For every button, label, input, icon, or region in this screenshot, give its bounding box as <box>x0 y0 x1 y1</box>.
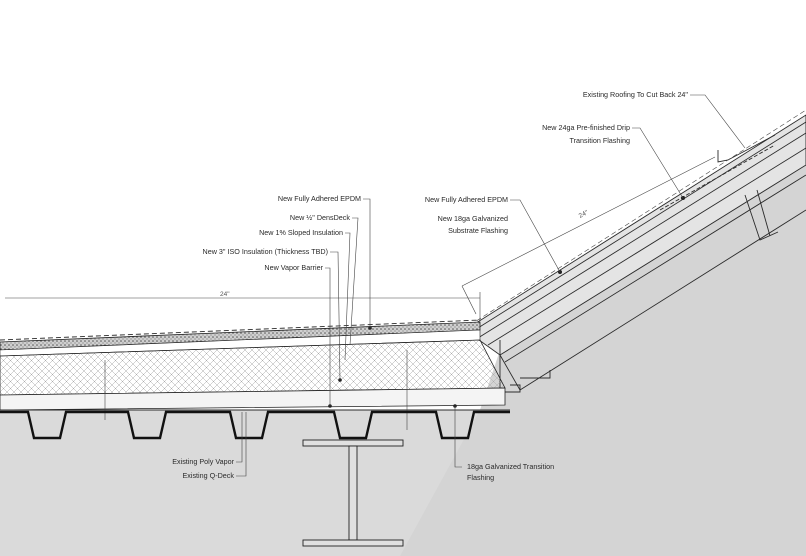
epdm-right-label: New Fully Adhered EPDM <box>425 195 508 204</box>
drip-flashing-label-line2: Transition Flashing <box>570 136 630 145</box>
substrate-flashing-label-line1: New 18ga Galvanized <box>438 214 508 223</box>
steel-i-beam <box>302 439 404 547</box>
transition-flashing-label-line2: Flashing <box>467 473 494 482</box>
sloped-roof-assembly <box>464 109 806 393</box>
q-deck-label: Existing Q-Deck <box>182 471 234 480</box>
callout-labels: Existing Roofing To Cut Back 24" New 24g… <box>172 90 688 482</box>
drip-flashing-label-line1: New 24ga Pre-finished Drip <box>542 123 630 132</box>
flat-roof-assembly <box>0 319 510 430</box>
existing-roofing-label: Existing Roofing To Cut Back 24" <box>583 90 689 99</box>
dimension-lines: 24" 24" <box>5 156 716 320</box>
leader-lines <box>236 94 746 477</box>
sloped-insulation-label: New 1% Sloped Insulation <box>259 228 343 237</box>
transition-flashing-label-line1: 18ga Galvanized Transition <box>467 462 554 471</box>
q-deck-profile <box>0 410 510 440</box>
epdm-left-label: New Fully Adhered EPDM <box>278 194 361 203</box>
left-dimension-text: 24" <box>220 291 230 298</box>
vapor-barrier-label: New Vapor Barrier <box>264 263 323 272</box>
densdeck-label: New ½" DensDeck <box>290 213 350 222</box>
poly-vapor-label: Existing Poly Vapor <box>172 457 234 466</box>
substrate-flashing-label-line2: Substrate Flashing <box>448 226 508 235</box>
slope-dimension-text: 24" <box>578 209 590 220</box>
iso-insulation-label: New 3" ISO Insulation (Thickness TBD) <box>203 247 328 256</box>
